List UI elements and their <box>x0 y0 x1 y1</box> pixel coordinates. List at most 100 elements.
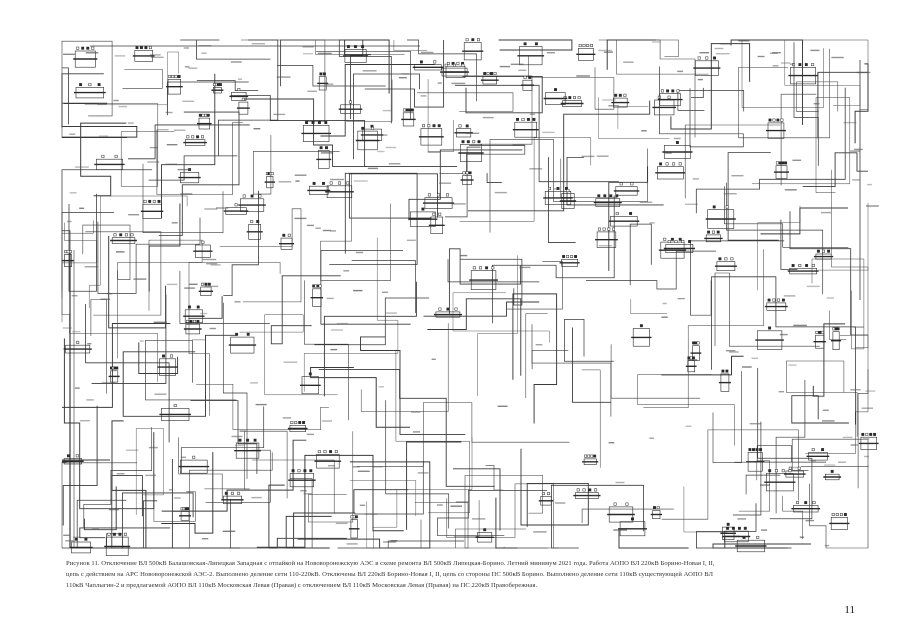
line-segment <box>712 543 811 549</box>
annotation-mark <box>237 78 243 80</box>
annotation-mark <box>772 65 779 67</box>
breaker-mark <box>678 237 682 241</box>
annotation-mark <box>761 529 768 531</box>
breaker-mark <box>619 182 623 186</box>
annotation-mark <box>662 302 667 305</box>
annotation-mark <box>307 90 317 92</box>
line-segment <box>606 39 656 70</box>
annotation-mark <box>542 131 555 134</box>
breaker-mark <box>805 264 809 267</box>
line-segment <box>531 324 612 417</box>
breaker-mark <box>204 113 208 117</box>
breaker-mark <box>586 44 590 47</box>
line-segment <box>190 400 258 474</box>
breaker-mark <box>437 193 440 197</box>
annotation-mark <box>206 263 218 265</box>
line-segment <box>598 39 696 138</box>
annotation-mark <box>189 283 198 285</box>
line-segment <box>308 431 354 523</box>
breaker-mark <box>432 212 436 216</box>
breaker-mark <box>737 526 741 530</box>
line-segment <box>320 64 435 137</box>
annotation-mark <box>838 461 846 463</box>
line-segment <box>684 124 781 199</box>
line-segment <box>61 73 138 138</box>
breaker-mark <box>419 60 423 64</box>
line-segment <box>270 275 341 345</box>
breaker-mark <box>688 240 692 243</box>
line-segment <box>581 508 674 523</box>
line-segment <box>811 258 865 350</box>
breaker-mark <box>865 432 869 436</box>
breaker-mark <box>804 501 808 505</box>
line-segment <box>780 93 817 186</box>
annotation-mark <box>168 489 174 491</box>
annotation-mark <box>411 411 421 413</box>
breaker-mark <box>479 266 482 270</box>
line-segment <box>84 51 179 106</box>
substation-labels <box>62 40 879 547</box>
breaker-mark <box>755 448 759 452</box>
line-segment <box>598 97 670 139</box>
breaker-mark <box>780 118 784 122</box>
breaker-mark <box>200 282 204 286</box>
line-segment <box>268 484 347 549</box>
annotation-mark <box>295 180 300 182</box>
breaker-mark <box>305 121 309 124</box>
line-segment <box>407 39 477 102</box>
annotation-mark <box>751 357 758 359</box>
line-segment <box>61 461 137 548</box>
line-segment <box>122 334 237 417</box>
line-segment <box>452 292 550 343</box>
line-segment <box>661 429 799 520</box>
breaker-mark <box>135 46 139 50</box>
annotation-mark <box>677 70 683 73</box>
annotation-mark <box>864 455 869 458</box>
breaker-mark <box>869 432 873 436</box>
line-segment <box>691 87 704 98</box>
breaker-mark <box>462 171 466 175</box>
breaker-mark <box>76 46 80 50</box>
line-segment <box>62 67 69 125</box>
line-segment <box>784 40 861 106</box>
annotation-mark <box>200 312 208 315</box>
breaker-mark <box>287 233 291 237</box>
line-segment <box>62 323 171 408</box>
annotation-mark <box>853 326 864 328</box>
annotation-mark <box>598 49 612 52</box>
annotation-mark <box>91 527 99 530</box>
annotation-mark <box>861 407 873 409</box>
annotation-mark <box>336 322 348 325</box>
breaker-mark <box>329 450 333 454</box>
annotation-mark <box>623 61 634 63</box>
breaker-mark <box>234 203 238 207</box>
line-segment <box>445 146 481 218</box>
annotation-mark <box>652 41 661 43</box>
annotation-mark <box>685 203 698 205</box>
annotation-mark <box>315 227 321 229</box>
annotation-mark <box>324 83 334 85</box>
line-segment <box>180 39 271 60</box>
breaker-mark <box>548 187 551 190</box>
annotation-mark <box>166 144 178 146</box>
breaker-mark <box>298 421 302 424</box>
breaker-mark <box>629 212 633 215</box>
breaker-mark <box>578 44 582 47</box>
breaker-mark <box>554 88 557 92</box>
annotation-mark <box>302 46 314 48</box>
annotation-mark <box>202 258 217 261</box>
line-segment <box>448 248 522 315</box>
line-segment <box>83 486 117 531</box>
annotation-mark <box>518 69 527 71</box>
line-segment <box>353 489 409 514</box>
breaker-mark <box>303 469 307 473</box>
breaker-mark <box>472 266 476 270</box>
annotation-mark <box>294 217 307 220</box>
breaker-mark <box>349 100 352 104</box>
line-segment <box>812 323 846 397</box>
annotation-mark <box>354 180 368 182</box>
annotation-mark <box>85 52 99 54</box>
line-segment <box>85 231 162 316</box>
breaker-mark <box>282 233 286 237</box>
breaker-mark <box>361 45 365 49</box>
